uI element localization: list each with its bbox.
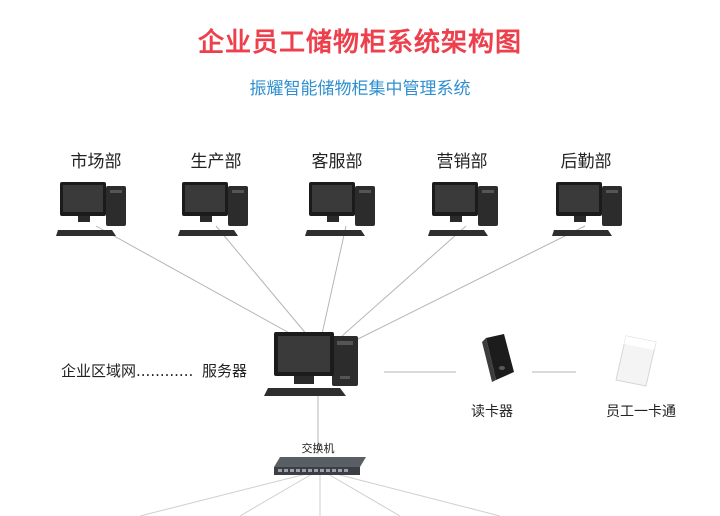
link-marketing [341,225,467,337]
computer-icon-service [305,180,383,238]
network-switch-icon [272,455,368,481]
link-logistics [355,225,586,341]
link-market [95,225,303,341]
dept-label-market: 市场部 [70,152,122,172]
card-reader-label: 读卡器 [471,404,513,420]
dept-label-production: 生产部 [190,152,242,172]
network-name: 企业区域网 [61,362,137,380]
server-label: 服务器 [202,362,248,380]
link-production [215,225,309,337]
dept-label-marketing: 营销部 [436,152,488,172]
server-computer-icon [264,328,368,402]
server-network-label: 企业区域网............ 服务器 [61,360,247,381]
dept-label-logistics: 后勤部 [560,152,612,172]
computer-icon-logistics [552,180,630,238]
switch-label: 交换机 [301,442,335,455]
link-service [321,225,347,335]
card-reader-icon [474,334,516,388]
diagram-subtitle: 振耀智能储物柜集中管理系统 [249,79,471,99]
dept-label-service: 客服部 [311,152,363,172]
computer-icon-marketing [428,180,506,238]
diagram-title: 企业员工储物柜系统架构图 [197,28,522,58]
id-card-icon [612,334,662,392]
computer-icon-market [56,180,134,238]
computer-icon-production [178,180,256,238]
employee-card-label: 员工一卡通 [606,404,676,420]
network-dots: ............ [136,362,194,380]
